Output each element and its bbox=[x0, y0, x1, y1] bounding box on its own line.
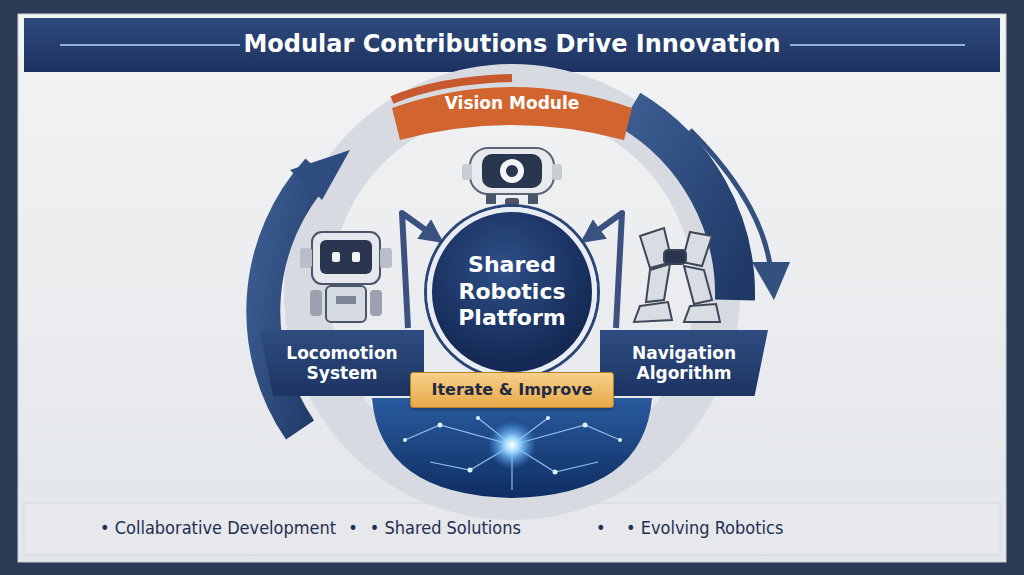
node-text: Iterate & Improve bbox=[432, 380, 593, 399]
module-band: Navigation Algorithm bbox=[600, 330, 768, 396]
camera-icon bbox=[462, 148, 562, 206]
network-glow bbox=[488, 421, 536, 469]
platform-circle: Shared Robotics Platform bbox=[427, 207, 597, 377]
robot-icon bbox=[300, 232, 392, 322]
cycle-arrow bbox=[630, 110, 735, 300]
footer-point: • Evolving Robotics bbox=[626, 517, 783, 538]
network-bowl bbox=[372, 398, 652, 498]
iterate-banner: Iterate & Improve bbox=[410, 372, 614, 408]
node-text: Shared Robotics Platform bbox=[454, 252, 570, 331]
panel bbox=[18, 14, 1006, 562]
footer-point: • bbox=[596, 517, 606, 538]
banner-rule bbox=[790, 44, 965, 46]
diagram-title: Modular Contributions Drive Innovation bbox=[0, 30, 1024, 58]
banner-rule bbox=[60, 44, 240, 46]
node-text: Navigation Algorithm bbox=[610, 343, 758, 384]
module-band: Locomotion System bbox=[260, 330, 424, 396]
node-text: Vision Module bbox=[445, 93, 580, 113]
node-text: Locomotion System bbox=[270, 343, 414, 384]
footer-point: • bbox=[348, 517, 358, 538]
robot-legs-icon bbox=[634, 228, 720, 322]
band-shape bbox=[392, 87, 632, 140]
network-nodes bbox=[403, 416, 622, 475]
cycle-arrowhead bbox=[752, 262, 790, 300]
module-band: Vision Module bbox=[392, 78, 632, 140]
footer-point: • Shared Solutions bbox=[370, 517, 521, 538]
cycle-arrowhead bbox=[290, 150, 350, 200]
footer-point: • Collaborative Development bbox=[100, 517, 336, 538]
network-lines bbox=[405, 418, 620, 490]
